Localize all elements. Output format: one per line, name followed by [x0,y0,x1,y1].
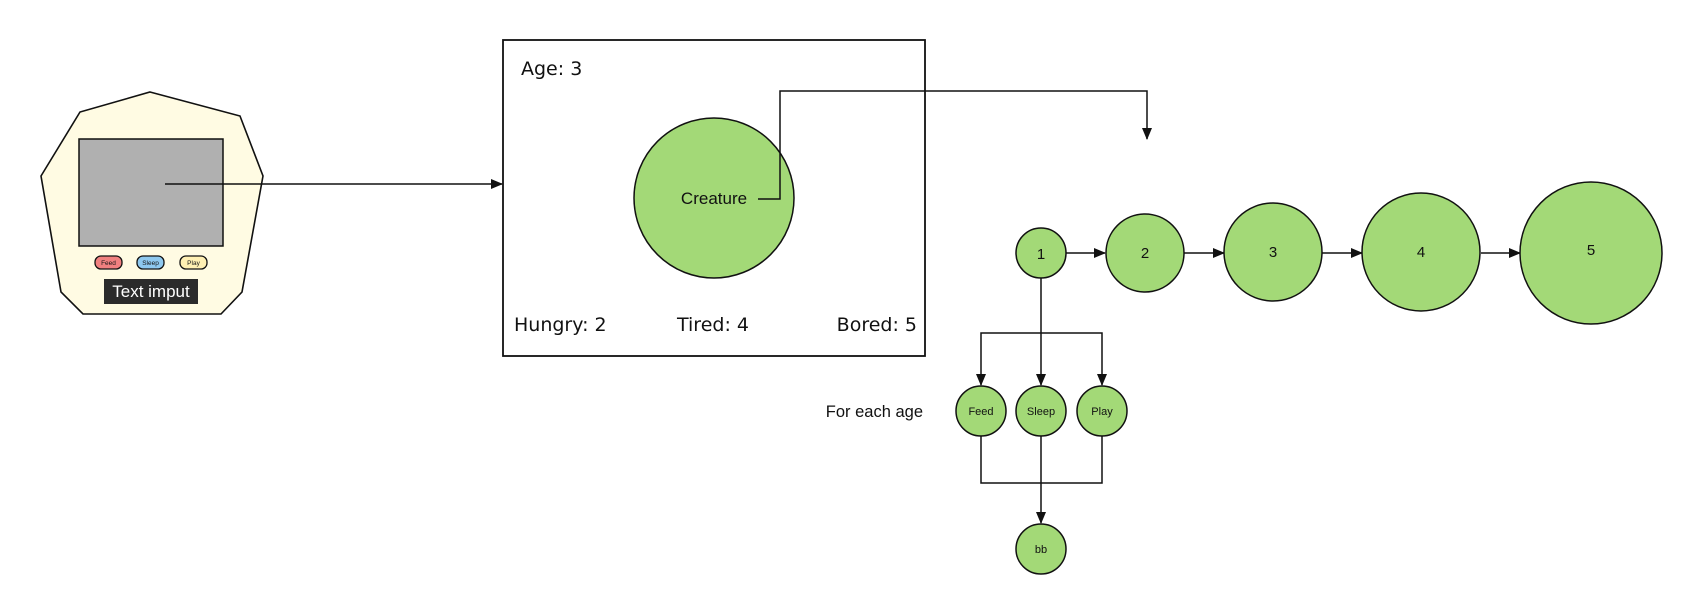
action-node-feed [955,385,1007,437]
sleep-button[interactable] [136,255,165,270]
play-button[interactable] [179,255,208,270]
creature-label: Creature [681,189,747,208]
age-node-4-label: 4 [1417,244,1425,261]
game-screen: Age: 3 Creature Hungry: 2 Tired: 4 Bored… [502,39,926,357]
action-node-play-label: Play [1091,406,1113,418]
branch-to-play-arrow [1041,332,1107,386]
action-node-play [1076,385,1128,437]
bored-label: Bored: 5 [837,314,917,336]
hungry-label: Hungry: 2 [514,314,607,336]
play-button-label: Play [187,260,200,267]
actions-caption: For each age [826,403,923,421]
merge-node [1015,523,1067,575]
merge-node-label: bb [1035,544,1047,556]
device-screen [78,138,224,247]
creature-node [633,117,795,279]
tired-label: Tired: 4 [676,314,749,336]
branch-to-feed-arrow [976,332,1041,386]
feed-button[interactable] [94,255,123,270]
age-node-2-label: 2 [1141,245,1149,262]
actions-tree: For each age Feed Sleep Play bb [826,278,1128,575]
device: Feed Sleep Play Text imput [40,91,264,315]
age-node-5-label: 5 [1587,242,1595,259]
age-label: Age: 3 [521,58,582,80]
feed-merge-line [980,436,1041,484]
text-input[interactable] [104,279,198,304]
action-node-sleep-label: Sleep [1027,406,1055,418]
creature-to-ages-arrow [758,90,1152,200]
age-node-3 [1223,202,1323,302]
feed-button-label: Feed [101,260,116,267]
action-node-feed-label: Feed [968,406,993,418]
sleep-button-label: Sleep [142,260,159,267]
age-node-5 [1519,181,1663,325]
action-node-sleep [1015,385,1067,437]
play-merge-line [1041,436,1103,484]
age-node-1-label: 1 [1037,246,1045,263]
age-node-3-label: 3 [1269,244,1277,261]
age-node-2 [1105,213,1185,293]
text-input-label: Text imput [112,282,190,301]
age-node-4 [1361,192,1481,312]
age-chain: 1 2 3 4 5 [1015,181,1663,325]
